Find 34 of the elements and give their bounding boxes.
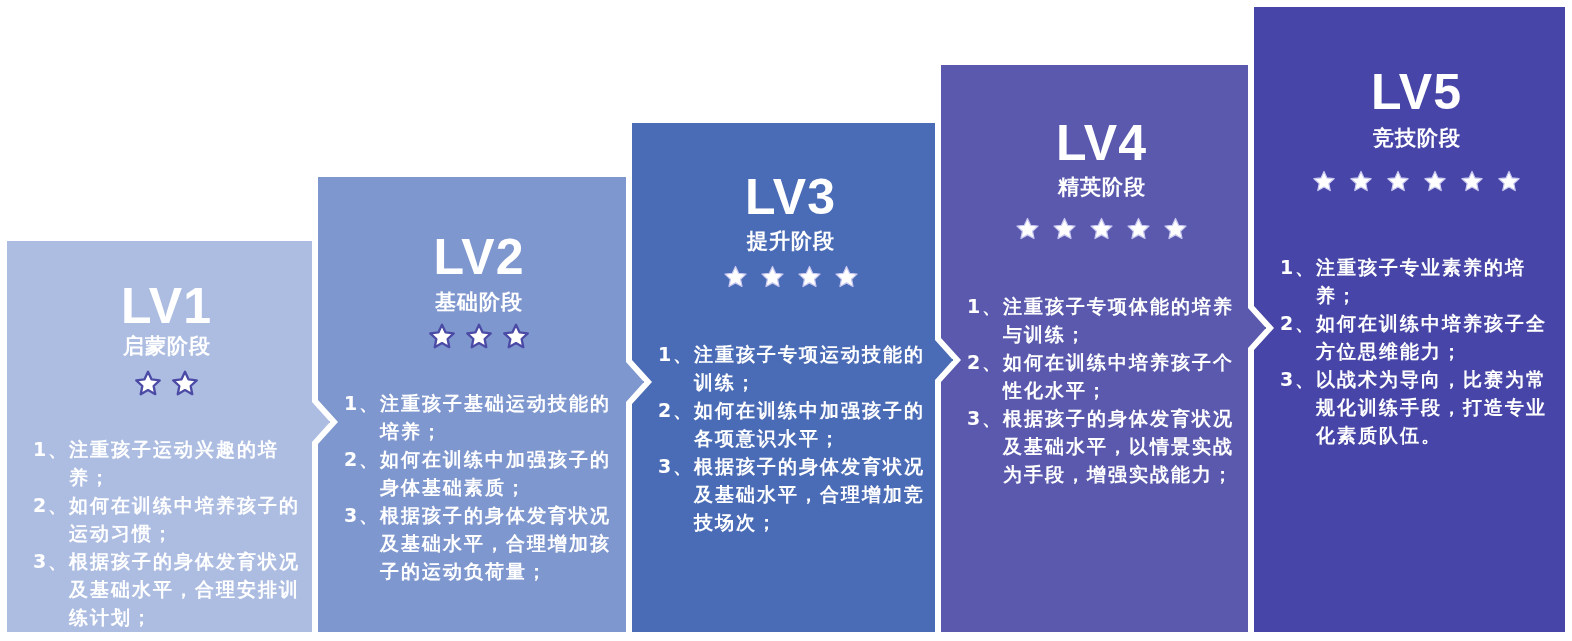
step-panel <box>632 123 935 632</box>
numbered-point: 2、如何在训练中加强孩子的身体基础素质； <box>344 447 613 500</box>
stage-name: 竞技阶段 <box>1371 125 1462 151</box>
numbered-point: 3、以战术为导向，比赛为常规化训练手段，打造专业化素质队伍。 <box>1280 367 1549 448</box>
chevron-arrow <box>311 402 331 442</box>
step-panel <box>318 177 626 632</box>
stage-name: 精英阶段 <box>1056 174 1147 200</box>
stage-name: 启蒙阶段 <box>121 333 212 359</box>
numbered-point: 3、根据孩子的身体发育状况及基础水平，合理增加孩子的运动负荷量； <box>344 503 613 584</box>
numbered-point: 2、如何在训练中培养孩子的运动习惯； <box>33 493 302 546</box>
numbered-point: 1、注重孩子运动兴趣的培养； <box>33 437 281 490</box>
level-heading: LV5 <box>1370 66 1463 118</box>
numbered-point: 3、根据孩子的身体发育状况及基础水平，合理增加竞技场次； <box>658 454 927 535</box>
numbered-point: 1、注重孩子基础运动技能的培养； <box>344 391 613 444</box>
level-heading: LV4 <box>1055 117 1148 169</box>
numbered-point: 2、如何在训练中培养孩子个性化水平； <box>967 350 1236 403</box>
level-heading: LV1 <box>120 280 213 332</box>
chevron-arrow <box>1247 308 1267 348</box>
numbered-point: 2、如何在训练中加强孩子的各项意识水平； <box>658 398 927 451</box>
step-panel <box>941 65 1248 632</box>
level-heading: LV3 <box>744 171 837 223</box>
numbered-point: 2、如何在训练中培养孩子全方位思维能力； <box>1280 311 1549 364</box>
step-panel <box>7 241 312 632</box>
chevron-arrow <box>625 362 645 402</box>
numbered-point: 1、注重孩子专业素养的培养； <box>1280 255 1528 308</box>
numbered-point: 3、根据孩子的身体发育状况及基础水平，以情景实战为手段，增强实战能力； <box>967 406 1236 487</box>
level-heading: LV2 <box>432 231 526 283</box>
numbered-point: 3、根据孩子的身体发育状况及基础水平，合理安排训练计划； <box>33 549 302 630</box>
stage-name: 基础阶段 <box>434 289 524 315</box>
stage-name: 提升阶段 <box>745 228 836 254</box>
numbered-point: 1、注重孩子专项运动技能的训练； <box>658 342 927 395</box>
step-panel <box>1254 7 1565 632</box>
chevron-arrow <box>934 340 954 380</box>
numbered-point: 1、注重孩子专项体能的培养与训练； <box>967 294 1236 347</box>
